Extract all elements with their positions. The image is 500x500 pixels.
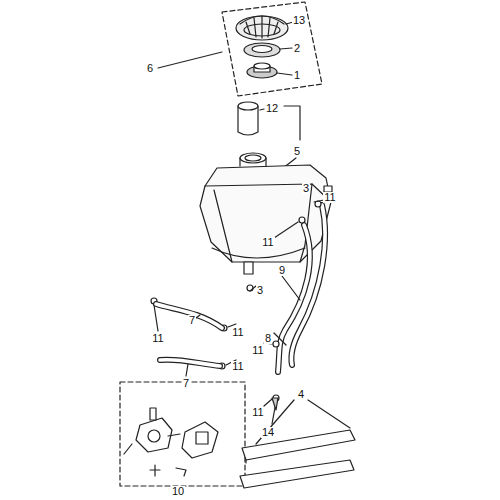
callout-number: 3 (256, 285, 264, 296)
cap-gasket (244, 43, 280, 57)
callout-number: 13 (292, 15, 306, 26)
callout-number: 1 (293, 70, 301, 81)
callout-number: 9 (278, 265, 286, 276)
callout-number: 11 (251, 407, 264, 418)
callout-number: 2 (293, 43, 301, 54)
callout-number: 7 (188, 315, 196, 326)
callout-number: 4 (297, 389, 305, 400)
callout-number: 14 (261, 427, 275, 438)
tank-pad (240, 430, 355, 488)
filler-neck (238, 102, 258, 135)
callout-number: 6 (146, 63, 154, 74)
callout-number: 11 (261, 237, 274, 248)
callout-number: 7 (182, 378, 190, 389)
callout-number: 3 (302, 183, 310, 194)
callout-number: 8 (264, 333, 272, 344)
leader-line (158, 52, 222, 68)
callout-number: 11 (231, 327, 244, 338)
callout-number: 11 (231, 361, 244, 372)
group-box (120, 382, 245, 486)
callout-number: 12 (265, 103, 279, 114)
short-hose (156, 304, 222, 366)
callout-number: 11 (251, 345, 264, 356)
hose-clip (151, 201, 321, 401)
fuel-petcock (124, 408, 218, 476)
callout-number: 10 (171, 486, 185, 497)
cap-seal (247, 63, 277, 78)
callout-number: 11 (323, 192, 336, 203)
callout-number: 5 (293, 146, 301, 157)
fuel-cap (236, 16, 288, 40)
group-box (222, 2, 322, 96)
callout-number: 11 (151, 333, 164, 344)
